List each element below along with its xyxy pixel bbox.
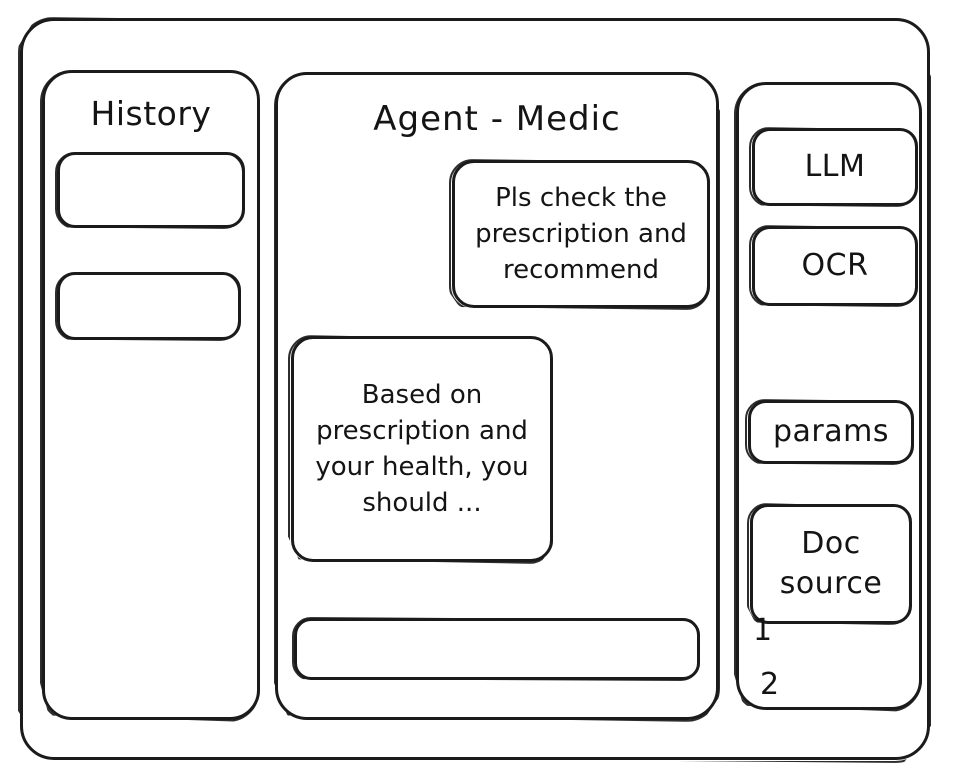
history-list-item[interactable]	[57, 272, 241, 340]
tool-button-ocr[interactable]: OCR	[752, 226, 918, 306]
history-title: History	[90, 94, 212, 133]
tool-button-doc-source[interactable]: Doc source	[750, 504, 912, 624]
reference-marker-1: 1	[753, 613, 773, 648]
agent-panel-title: Agent - Medic	[373, 99, 621, 139]
reference-marker-2: 2	[760, 667, 780, 702]
history-list-item[interactable]	[57, 152, 245, 228]
chat-bubble-assistant: Based on prescription and your health, y…	[291, 336, 553, 562]
chat-bubble-user: Pls check the prescription and recommend	[452, 160, 710, 308]
tool-button-llm[interactable]: LLM	[752, 128, 918, 206]
tool-button-params[interactable]: params	[748, 400, 914, 464]
message-input[interactable]	[294, 618, 700, 680]
